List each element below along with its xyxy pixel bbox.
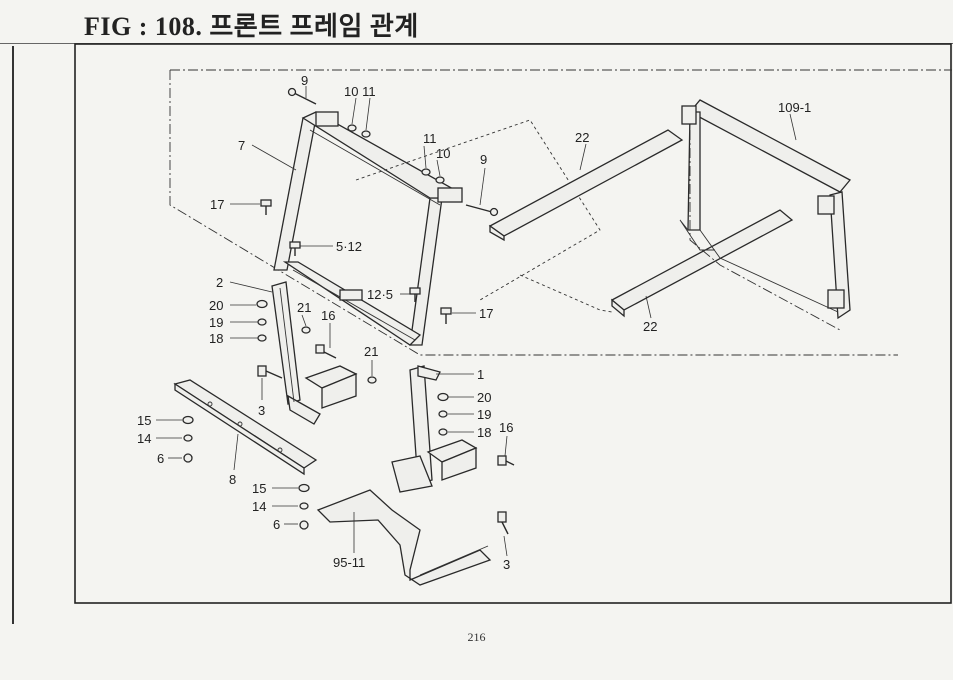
callout-1: 1 — [477, 367, 484, 382]
callout-18-right: 18 — [477, 425, 491, 440]
spacer-21-center — [367, 376, 377, 384]
callout-20-right: 20 — [477, 390, 491, 405]
bolt-12-5-right — [409, 287, 421, 302]
callout-19-right: 19 — [477, 407, 491, 422]
cross-member-22-upper — [488, 129, 684, 242]
bolt-3-right — [497, 511, 509, 535]
bracket-16-mount-right — [426, 439, 515, 481]
callout-2: 2 — [216, 275, 223, 290]
callout-21-center: 21 — [364, 344, 378, 359]
cross-member-22-lower — [610, 209, 794, 318]
bolt-17-left — [260, 199, 272, 215]
callout-15-left: 15 — [137, 413, 151, 428]
spacer-21-left — [301, 326, 311, 334]
callout-14-lower: 14 — [252, 499, 266, 514]
nut-10-11-top — [347, 124, 371, 138]
callout-16-left: 16 — [321, 308, 335, 323]
callout-11: 11 — [423, 131, 437, 146]
bolt-3-left — [257, 365, 283, 379]
page-title: FIG : 108. 프론트 프레임 관계 — [84, 12, 419, 41]
bracket-16-mount-left — [304, 344, 358, 409]
bolt-9-right — [465, 204, 499, 217]
assembly-guide-lower — [519, 274, 613, 313]
bracket-2-left — [271, 281, 321, 425]
callout-22-lower: 22 — [643, 319, 657, 334]
inset-outline-left — [169, 70, 898, 356]
callout-22-upper: 22 — [575, 130, 589, 145]
rear-frame-109-1 — [679, 99, 852, 331]
bracket-1-right — [391, 365, 441, 493]
figure-border — [74, 43, 952, 604]
callout-10: 10 — [436, 146, 450, 161]
hardware-15-14-6-left — [182, 415, 194, 463]
callout-6-left: 6 — [157, 451, 164, 466]
callouts: 9 10 11 11 10 9 7 17 5·12 12·5 17 2 20 1… — [137, 73, 811, 572]
callout-5-12: 5·12 — [336, 239, 362, 254]
callout-3-left: 3 — [258, 403, 265, 418]
callout-17-right: 17 — [479, 306, 493, 321]
leader-lines — [156, 86, 797, 557]
callout-3-right: 3 — [503, 557, 510, 572]
nut-10-11-right — [421, 168, 445, 184]
callout-21-left: 21 — [297, 300, 311, 315]
plate-8 — [173, 379, 318, 476]
callout-6-lower: 6 — [273, 517, 280, 532]
bolt-5-12-left — [289, 241, 301, 256]
washers-20-19-18-right — [437, 392, 449, 436]
page-edge-strip — [0, 46, 14, 624]
callout-9-top: 9 — [301, 73, 308, 88]
page-number: 216 — [467, 630, 486, 644]
callout-10-11-top: 10 11 — [344, 84, 376, 99]
callout-8: 8 — [229, 472, 236, 487]
callout-95-11: 95-11 — [333, 555, 365, 570]
callout-12-5: 12·5 — [367, 287, 393, 302]
callout-19-left: 19 — [209, 315, 223, 330]
callout-9-right: 9 — [480, 152, 487, 167]
callout-18-left: 18 — [209, 331, 223, 346]
callout-16-right: 16 — [499, 420, 513, 435]
callout-20-left: 20 — [209, 298, 223, 313]
front-frame-7 — [273, 111, 463, 346]
bolt-9-top — [287, 87, 317, 105]
callout-109-1: 109-1 — [778, 100, 811, 115]
bolt-17-right — [440, 307, 452, 324]
callout-7: 7 — [238, 138, 245, 153]
callout-14-left: 14 — [137, 431, 151, 446]
hardware-15-14-6-lower — [298, 483, 310, 530]
callout-15-lower: 15 — [252, 481, 266, 496]
assembly-guide — [355, 119, 601, 301]
washers-20-19-18-left — [256, 299, 268, 342]
bumper-95-11 — [316, 489, 492, 586]
callout-17-left: 17 — [210, 197, 224, 212]
